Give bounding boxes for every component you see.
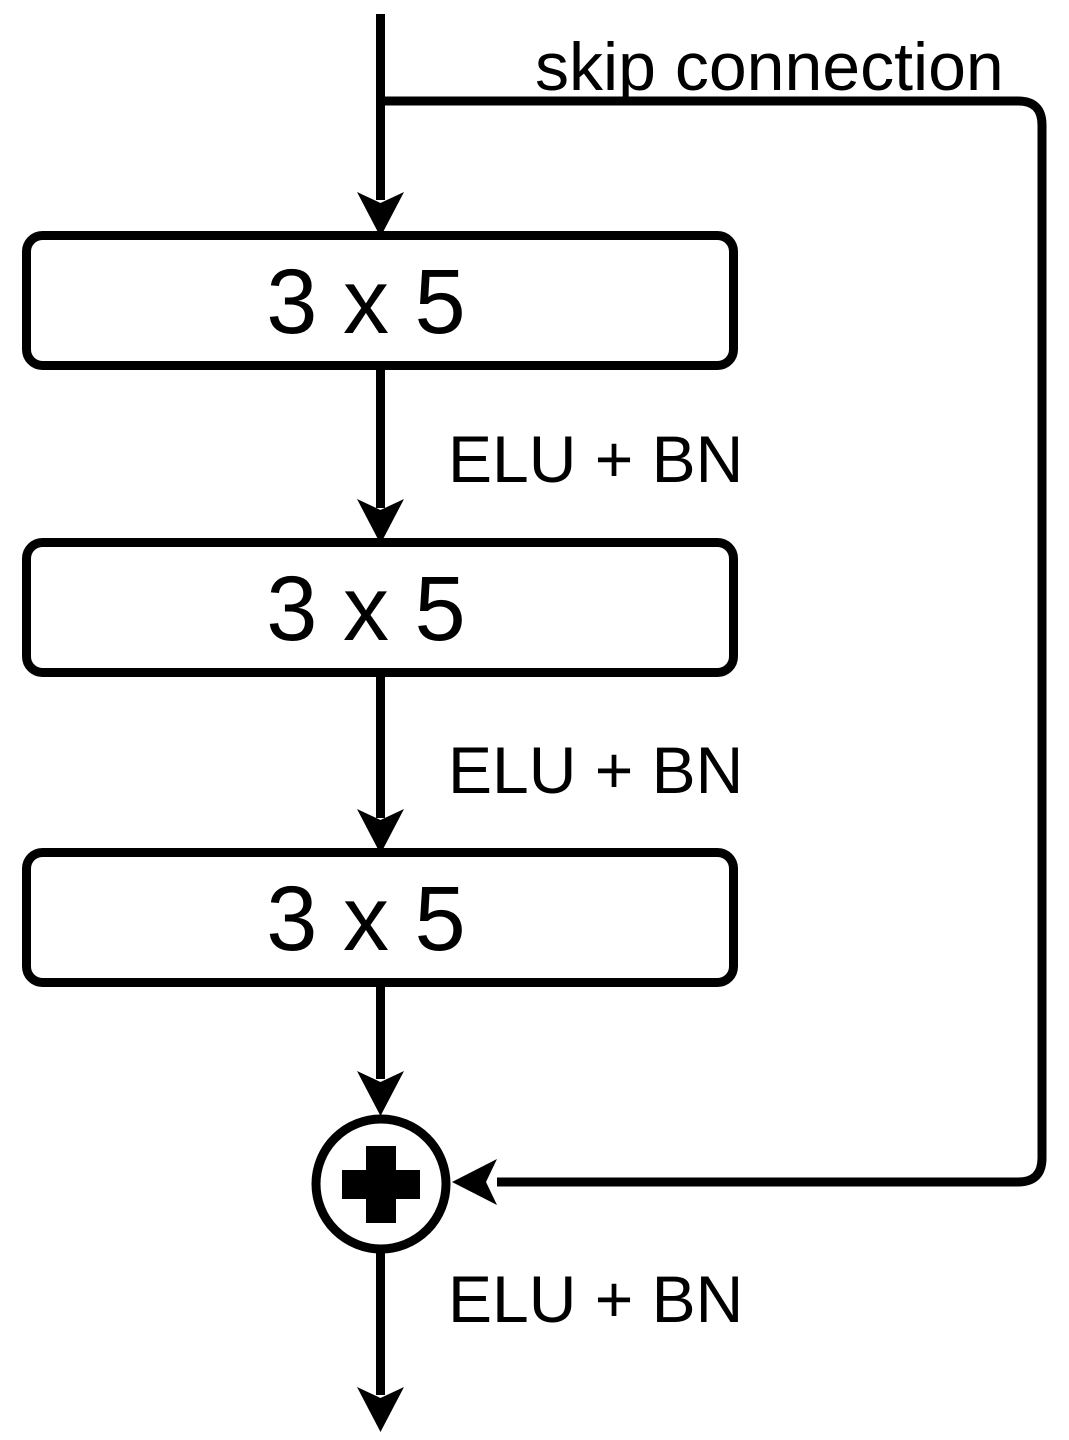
- plus-icon: [342, 1146, 420, 1223]
- arrowhead-conv1-to-conv2: [357, 499, 404, 544]
- edge-label-activation-2: ELU + BN: [448, 733, 743, 807]
- skip-connection-arrowhead: [452, 1159, 497, 1205]
- arrowhead-output: [357, 1387, 404, 1432]
- arrowhead-conv2-to-conv3: [357, 809, 404, 854]
- skip-connection-label: skip connection: [535, 29, 1004, 105]
- edge-label-activation-1: ELU + BN: [448, 422, 743, 496]
- arrowhead-conv3-to-sum: [357, 1071, 404, 1116]
- edge-label-activation-3: ELU + BN: [448, 1262, 743, 1336]
- conv-block-2-label: 3 x 5: [266, 558, 465, 660]
- arrowhead-input-to-conv1: [357, 192, 404, 237]
- conv-block-3-label: 3 x 5: [266, 868, 465, 970]
- conv-block-1-label: 3 x 5: [266, 251, 465, 353]
- skip-connection-path: [380, 96, 1047, 1187]
